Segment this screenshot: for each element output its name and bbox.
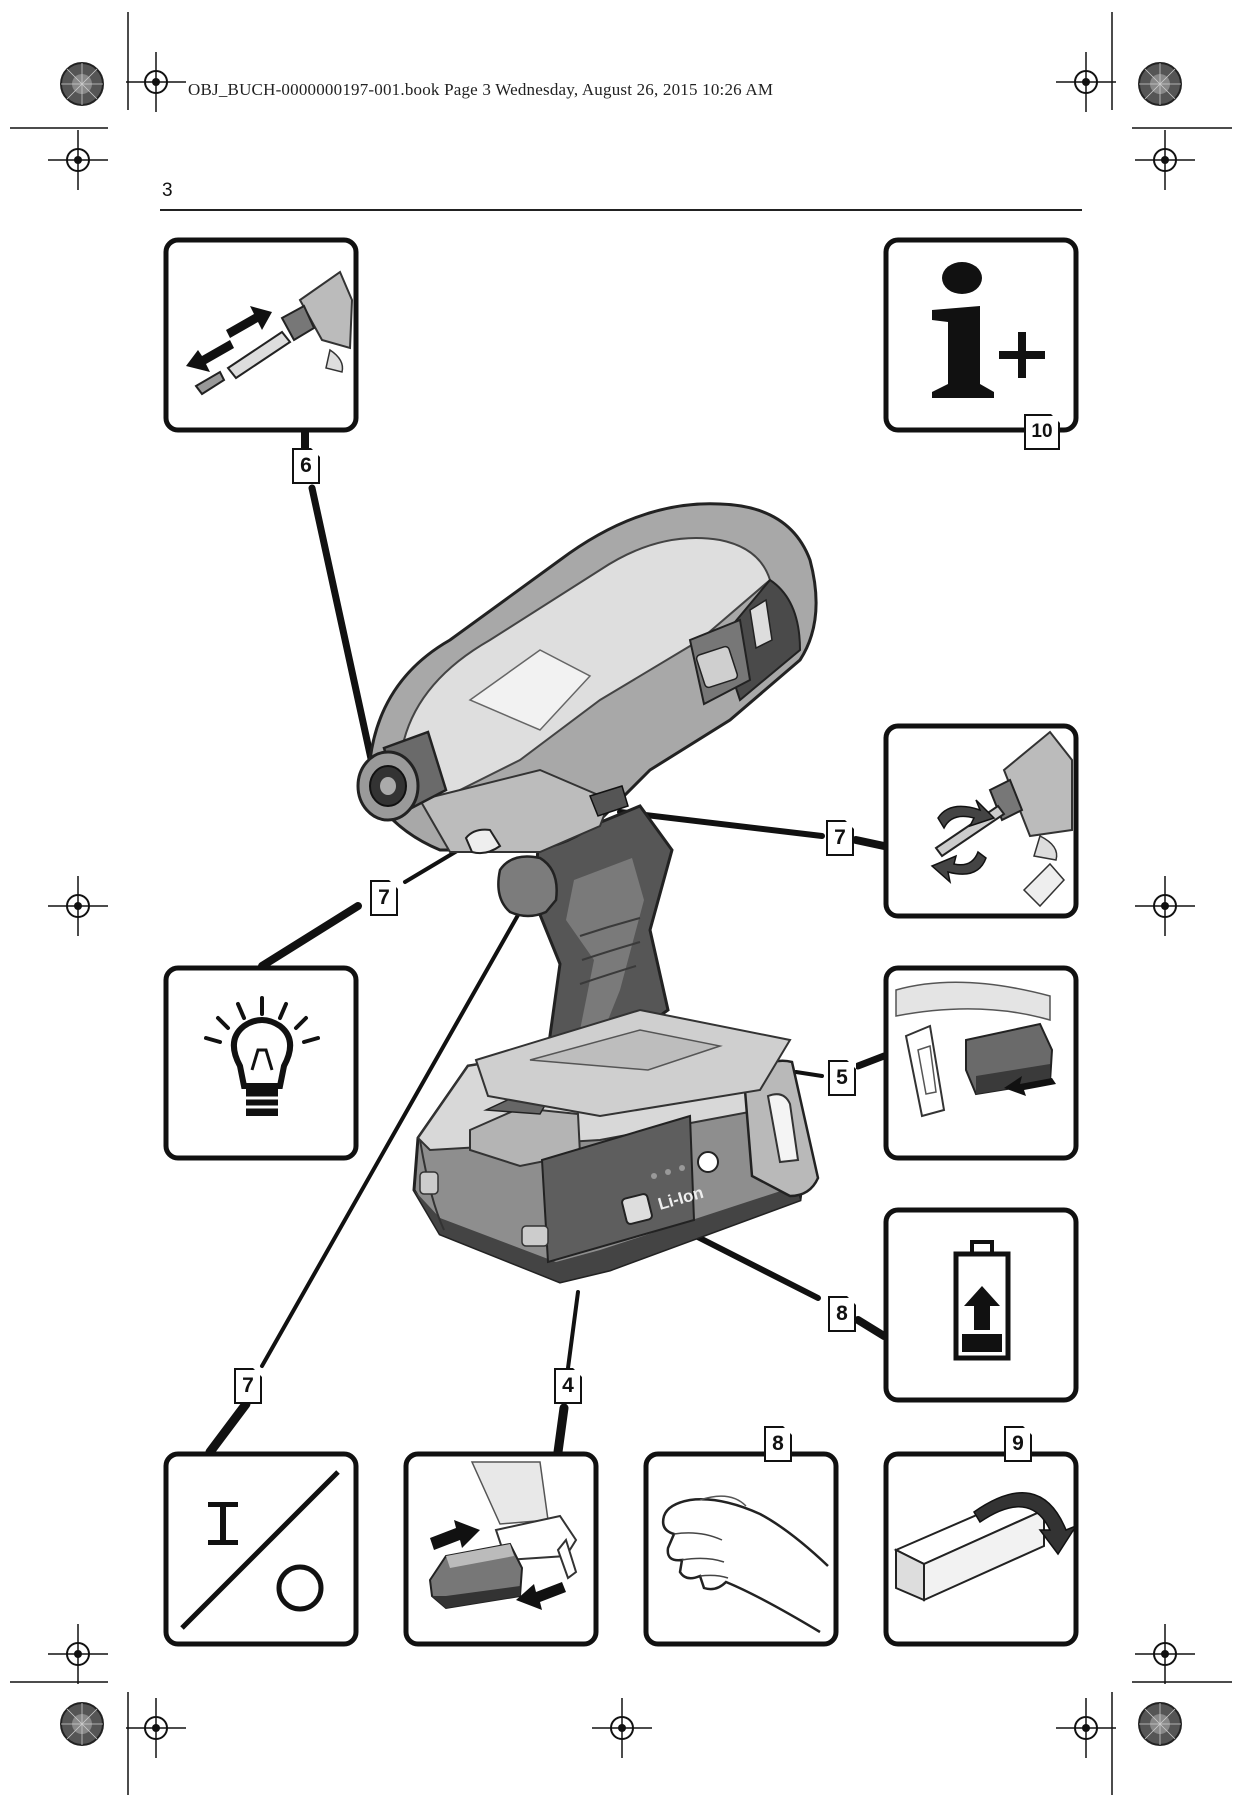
callout-5: 5 <box>828 1060 856 1096</box>
battery-release-icon <box>883 965 1079 1161</box>
impact-driver-illustration: Li-Ion <box>356 502 820 1284</box>
callout-7-light: 7 <box>370 880 398 916</box>
callout-7-switch: 7 <box>234 1368 262 1404</box>
hand-grip-icon <box>643 1451 839 1647</box>
callout-9: 9 <box>1004 1426 1032 1462</box>
callout-10: 10 <box>1024 414 1060 450</box>
battery-charge-icon <box>883 1207 1079 1403</box>
print-header: OBJ_BUCH-0000000197-001.book Page 3 Wedn… <box>188 80 774 99</box>
on-off-switch-icon <box>163 1451 359 1647</box>
callout-6: 6 <box>292 448 320 484</box>
registration-marks <box>10 12 1232 1795</box>
rotation-direction-icon <box>883 723 1079 919</box>
header-rule <box>160 209 1082 211</box>
bit-change-icon <box>163 237 359 433</box>
callout-8-charge: 8 <box>828 1296 856 1332</box>
battery-insert-icon <box>403 1451 599 1647</box>
page-number: 3 <box>162 180 173 201</box>
packaging-icon <box>883 1451 1079 1647</box>
callout-7-rotation: 7 <box>826 820 854 856</box>
callout-4: 4 <box>554 1368 582 1404</box>
work-light-icon <box>163 965 359 1161</box>
info-plus-icon <box>883 237 1079 433</box>
callout-8-hand: 8 <box>764 1426 792 1462</box>
